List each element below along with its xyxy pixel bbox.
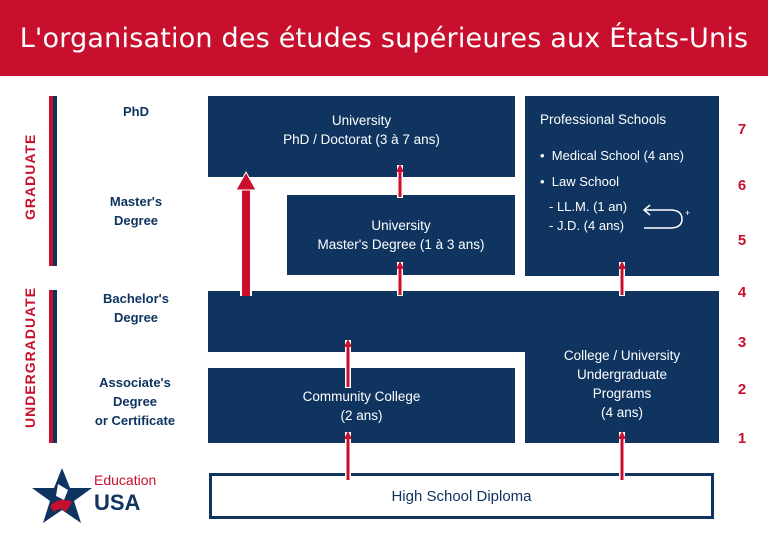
law-loop-arrow bbox=[642, 204, 683, 229]
masters-box-line1: University bbox=[371, 218, 431, 233]
professional-item-medical: • Medical School (4 ans) bbox=[540, 148, 685, 163]
degree-associates-line3: or Certificate bbox=[94, 413, 176, 428]
title-banner: L'organisation des études supérieures au… bbox=[0, 0, 768, 76]
high-school-diploma-text: High School Diploma bbox=[391, 487, 532, 505]
logo-education: Education bbox=[94, 472, 157, 488]
degree-bachelors-line1: Bachelor's bbox=[103, 291, 169, 306]
law-plus: + bbox=[685, 208, 691, 218]
degree-phd-text: PhD bbox=[123, 104, 149, 119]
star-icon bbox=[32, 468, 92, 523]
college-line1: College / University bbox=[563, 348, 681, 363]
masters-box-line2: Master's Degree (1 à 3 ans) bbox=[317, 237, 485, 252]
college-line2: Undergraduate bbox=[576, 367, 668, 382]
degree-associates: Associate's Degree or Certificate bbox=[80, 373, 190, 430]
law-llm: - LL.M. (1 an) bbox=[549, 199, 628, 214]
logo-usa: USA bbox=[94, 490, 141, 515]
education-usa-logo: Education USA bbox=[30, 466, 170, 526]
degree-bachelors: Bachelor's Degree bbox=[86, 289, 186, 327]
year-3: 3 bbox=[737, 334, 747, 351]
degree-masters-line2: Degree bbox=[113, 213, 159, 228]
law-school-text: Law School bbox=[551, 174, 619, 189]
degree-masters-line1: Master's bbox=[109, 194, 163, 209]
community-college-box: Community College (2 ans) bbox=[208, 368, 515, 443]
year-6: 6 bbox=[737, 177, 747, 194]
degree-bachelors-line2: Degree bbox=[113, 310, 159, 325]
undergraduate-bar-red bbox=[49, 290, 53, 443]
degree-associates-line1: Associate's bbox=[99, 375, 171, 390]
community-line2: (2 ans) bbox=[340, 407, 383, 423]
college-university-box: College / University Undergraduate Progr… bbox=[525, 291, 719, 443]
graduate-bar-red bbox=[49, 96, 53, 266]
year-1: 1 bbox=[737, 430, 747, 447]
community-line1: Community College bbox=[302, 388, 421, 404]
professional-schools-box bbox=[525, 96, 719, 276]
professional-schools-title: Professional Schools bbox=[540, 112, 667, 127]
year-4: 4 bbox=[737, 284, 747, 301]
phd-box-line1: University bbox=[331, 112, 392, 128]
medical-school-text: Medical School (4 ans) bbox=[551, 148, 685, 163]
phd-box: University PhD / Doctorat (3 à 7 ans) bbox=[208, 96, 515, 177]
year-2: 2 bbox=[737, 381, 747, 398]
degree-masters: Master's Degree bbox=[86, 192, 186, 230]
page-title: L'organisation des études supérieures au… bbox=[19, 22, 749, 54]
undergraduate-bar-navy bbox=[53, 290, 57, 443]
year-7: 7 bbox=[737, 121, 747, 138]
big-arrow-bachelors-to-phd bbox=[235, 170, 257, 296]
degree-associates-line2: Degree bbox=[112, 394, 158, 409]
professional-item-law: • Law School bbox=[540, 174, 619, 189]
degree-phd: PhD bbox=[96, 102, 176, 121]
college-line3: Programs bbox=[592, 386, 652, 401]
college-line4: (4 ans) bbox=[600, 405, 644, 420]
year-5: 5 bbox=[737, 232, 747, 249]
law-jd: - J.D. (4 ans) bbox=[549, 218, 625, 233]
high-school-diploma-box: High School Diploma bbox=[209, 473, 714, 519]
phd-box-line2: PhD / Doctorat (3 à 7 ans) bbox=[283, 131, 440, 147]
graduate-bar-navy bbox=[53, 96, 57, 266]
